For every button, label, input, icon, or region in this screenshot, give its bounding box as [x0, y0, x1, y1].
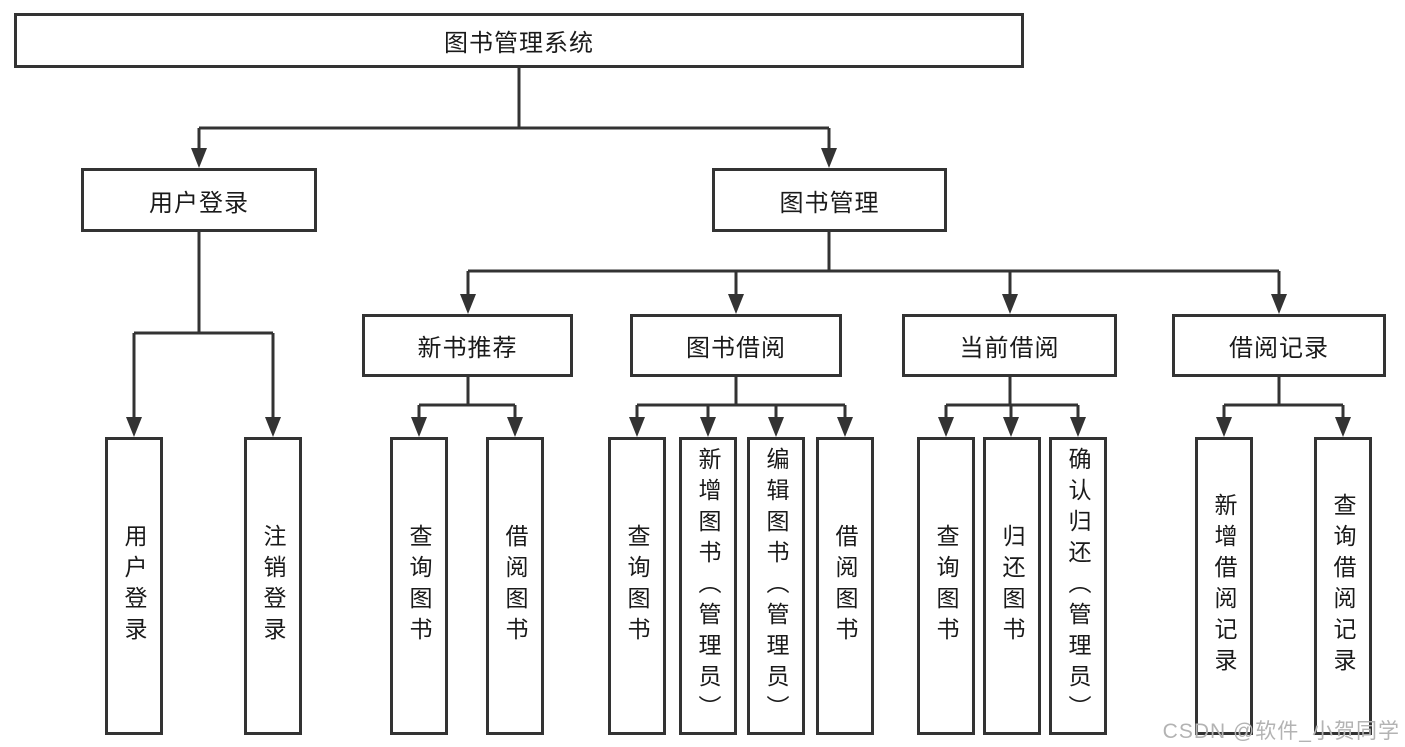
node-book-management: 图书管理 [712, 168, 947, 232]
leaf-edit-books-admin: 编辑图书（管理员） [747, 437, 805, 735]
node-book-borrow: 图书借阅 [630, 314, 842, 377]
csdn-watermark: CSDN @软件_小贺同学 [1162, 720, 1400, 743]
leaf-add-books-admin: 新增图书（管理员） [679, 437, 737, 735]
leaf-confirm-return-admin: 确认归还（管理员） [1049, 437, 1107, 735]
node-user-login: 用户登录 [81, 168, 317, 232]
leaf-recommend-borrow-books: 借阅图书 [486, 437, 544, 735]
leaf-borrow-books: 借阅图书 [816, 437, 874, 735]
leaf-borrow-query-books: 查询图书 [608, 437, 666, 735]
node-current-borrow: 当前借阅 [902, 314, 1117, 377]
leaf-recommend-query-books: 查询图书 [390, 437, 448, 735]
node-borrow-record: 借阅记录 [1172, 314, 1386, 377]
leaf-add-borrow-record: 新增借阅记录 [1195, 437, 1253, 735]
leaf-logout: 注销登录 [244, 437, 302, 735]
arrowheads [126, 148, 1351, 437]
leaf-query-borrow-record: 查询借阅记录 [1314, 437, 1372, 735]
leaf-current-query-books: 查询图书 [917, 437, 975, 735]
node-new-book-recommend: 新书推荐 [362, 314, 573, 377]
connector-strokes [132, 68, 1345, 419]
leaf-return-books: 归还图书 [983, 437, 1041, 735]
node-system-root: 图书管理系统 [14, 13, 1024, 68]
leaf-user-login: 用户登录 [105, 437, 163, 735]
